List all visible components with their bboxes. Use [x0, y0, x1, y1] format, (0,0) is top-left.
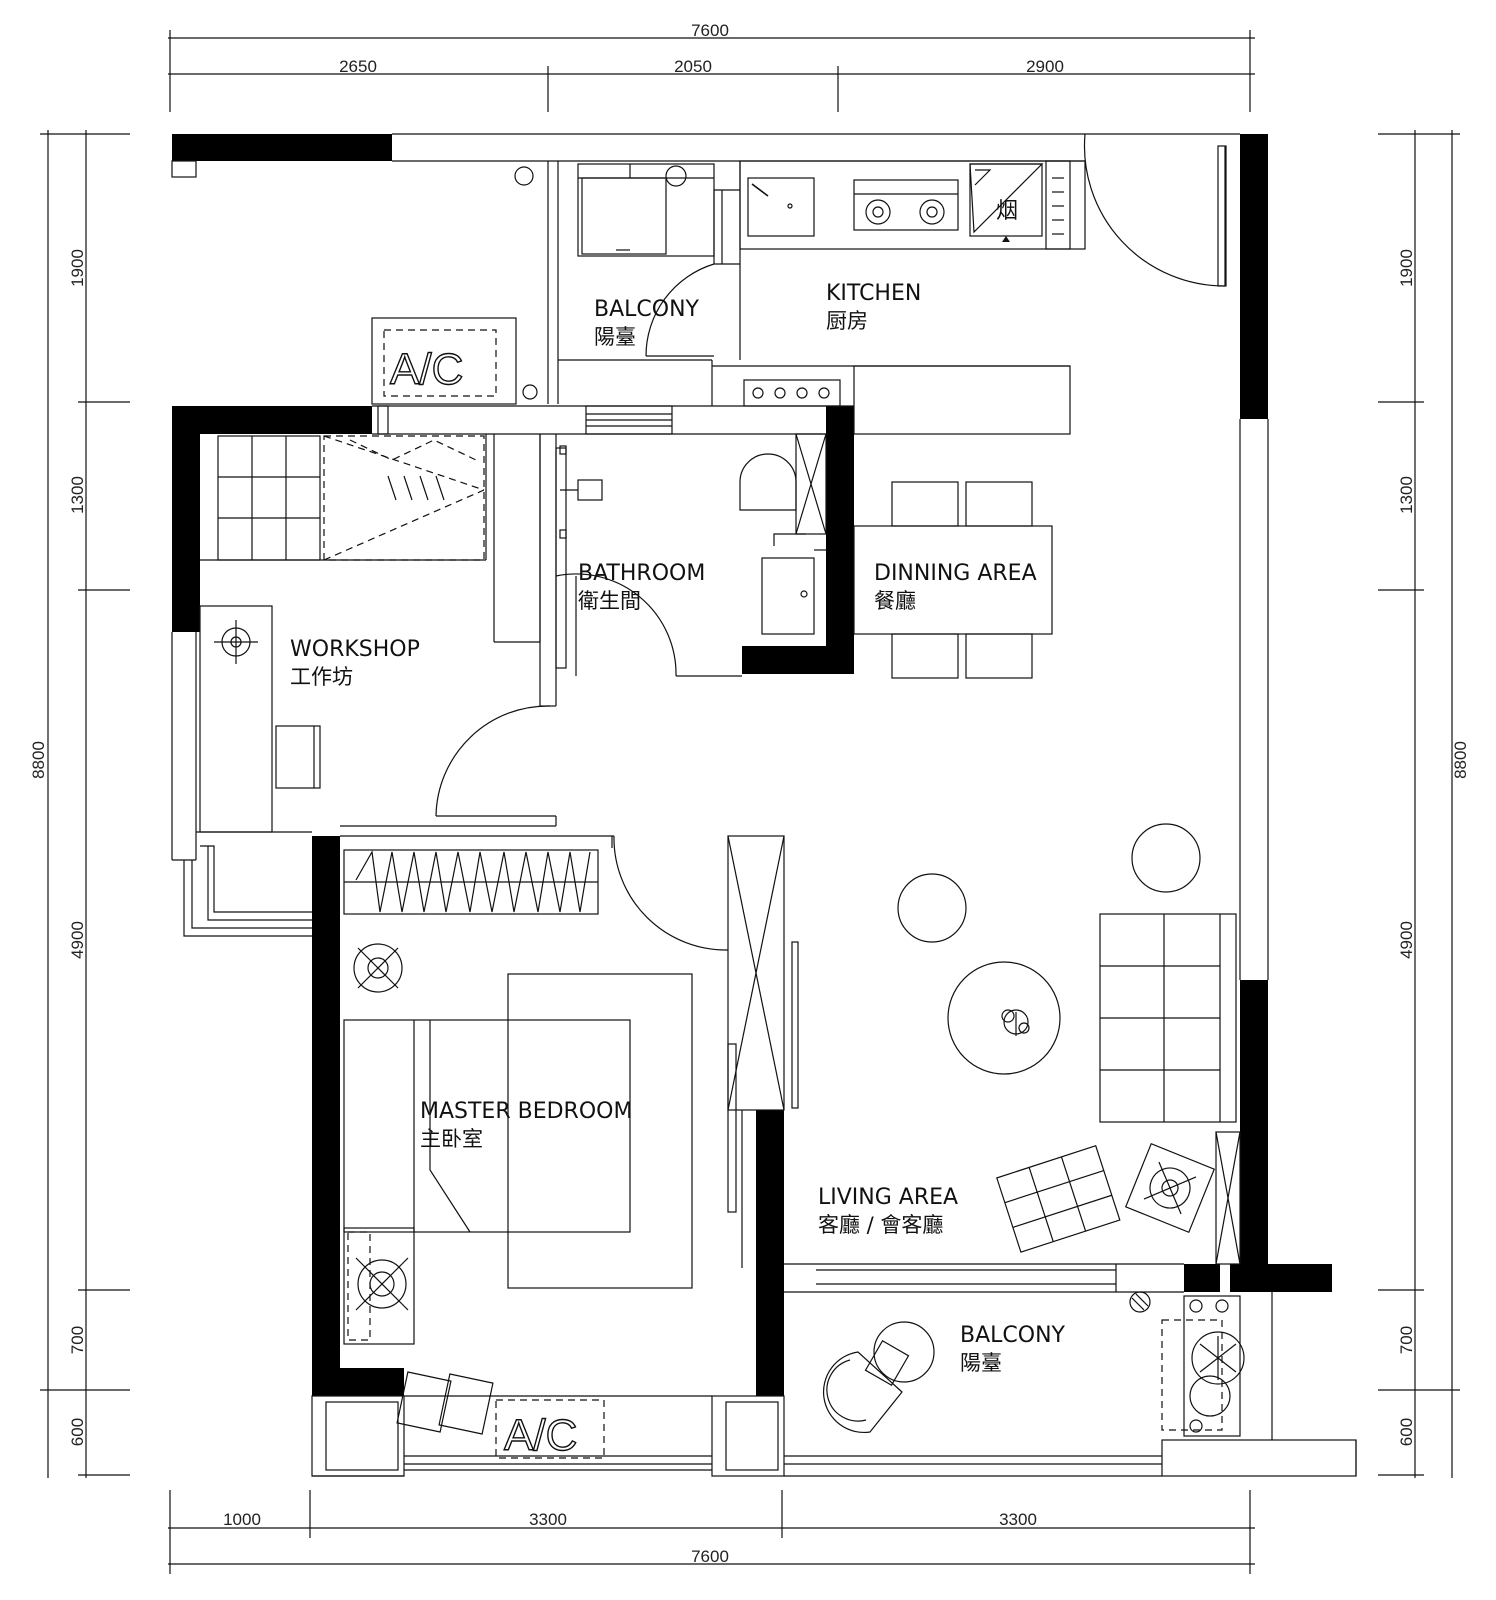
- range-hood-label: 烟: [996, 199, 1018, 224]
- armchair-icon: [996, 1145, 1121, 1253]
- chair-pair-icon: [396, 1371, 494, 1435]
- ac-unit-bottom-label: A/C: [504, 1411, 577, 1460]
- balcony-bottom-fixtures: [822, 1291, 1245, 1437]
- dining-label-cn: 餐廳: [874, 589, 916, 613]
- workshop-label-cn: 工作坊: [290, 665, 353, 689]
- master-bedroom-label-en: MASTER BEDROOM: [420, 1099, 632, 1124]
- dimension-bottom: 1000 3300 3300 7600: [168, 1490, 1255, 1574]
- kitchen-fixtures: 烟: [739, 160, 1086, 407]
- dim-right-seg-3: 4900: [1397, 921, 1416, 959]
- bathroom-label-cn: 衛生間: [578, 589, 641, 613]
- dim-right-seg-4: 700: [1397, 1326, 1416, 1354]
- plant-icon: [1001, 1009, 1030, 1036]
- dim-right-total: 8800: [1451, 741, 1470, 779]
- dim-top-seg-3: 2900: [1026, 57, 1064, 76]
- kitchen-label-en: KITCHEN: [826, 281, 921, 306]
- master-bedroom-label-cn: 主卧室: [420, 1127, 483, 1151]
- balcony-bottom-label-en: BALCONY: [960, 1323, 1066, 1348]
- dim-right-seg-5: 600: [1397, 1418, 1416, 1446]
- dim-top-seg-2: 2050: [674, 57, 712, 76]
- dim-left-total: 8800: [29, 741, 48, 779]
- balcony-top-fixtures: A/C: [371, 163, 715, 405]
- dim-top-total: 7600: [691, 21, 729, 40]
- dim-left-seg-4: 700: [68, 1326, 87, 1354]
- balcony-top-label-en: BALCONY: [594, 297, 700, 322]
- dimension-top: 7600 2650 2050 2900: [168, 21, 1255, 112]
- lounge-chair-icon: [822, 1321, 935, 1434]
- dim-bottom-seg-3: 3300: [999, 1510, 1037, 1529]
- living-label-cn: 客廳 / 會客廳: [818, 1213, 943, 1237]
- dim-left-seg-2: 1300: [68, 476, 87, 514]
- kitchen-label-cn: 厨房: [826, 309, 868, 333]
- dim-bottom-total: 7600: [691, 1547, 729, 1566]
- bedroom-fixtures: A/C: [343, 849, 693, 1461]
- dim-bottom-seg-1: 1000: [223, 1510, 261, 1529]
- side-table-icon: [1124, 1142, 1216, 1234]
- dining-label-en: DINNING AREA: [874, 561, 1037, 586]
- balcony-bottom-label-cn: 陽臺: [960, 1351, 1002, 1375]
- workshop-fixtures: [199, 435, 485, 833]
- dim-left-seg-1: 1900: [68, 249, 87, 287]
- living-fixtures: [897, 823, 1237, 1253]
- dim-right-seg-1: 1900: [1397, 249, 1416, 287]
- bathroom-label-en: BATHROOM: [578, 561, 705, 586]
- dim-left-seg-3: 4900: [68, 921, 87, 959]
- dim-left-seg-5: 600: [68, 1418, 87, 1446]
- dim-top-seg-1: 2650: [339, 57, 377, 76]
- doors: [435, 133, 1227, 951]
- dining-fixtures: [853, 481, 1053, 679]
- dimension-right: 8800 1900 1300 4900 700 600: [1378, 130, 1470, 1478]
- dimension-left: 8800 1900 1300 4900 700 600: [29, 130, 130, 1478]
- workshop-label-en: WORKSHOP: [290, 637, 420, 662]
- balcony-top-label-cn: 陽臺: [594, 325, 636, 349]
- ac-unit-top-label: A/C: [390, 345, 463, 394]
- dim-bottom-seg-2: 3300: [529, 1510, 567, 1529]
- room-labels: BALCONY 陽臺 KITCHEN 厨房 BATHROOM 衛生間 DINNI…: [290, 281, 1066, 1375]
- dim-right-seg-2: 1300: [1397, 476, 1416, 514]
- living-label-en: LIVING AREA: [818, 1185, 958, 1210]
- bathroom-fixtures: [559, 433, 827, 635]
- structural-walls: [172, 134, 1332, 1396]
